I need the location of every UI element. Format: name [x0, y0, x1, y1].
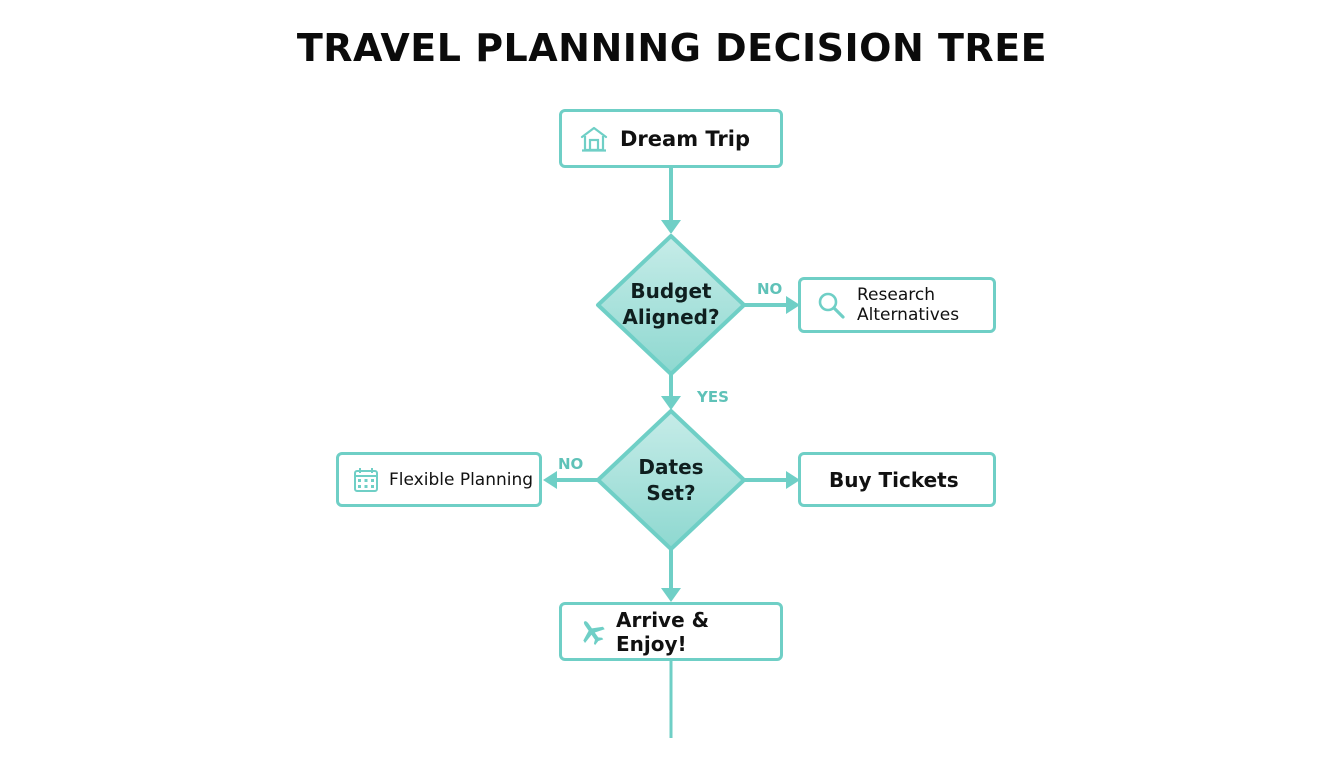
- node-buy-tickets-label: Buy Tickets: [829, 467, 959, 492]
- decision-dates-label: Dates Set?: [601, 454, 741, 506]
- node-research-alternatives[interactable]: Research Alternatives: [798, 277, 996, 333]
- page-title: TRAVEL PLANNING DECISION TREE: [296, 26, 1048, 70]
- house-icon: [578, 123, 610, 155]
- node-arrive-enjoy[interactable]: Arrive & Enjoy!: [559, 602, 783, 661]
- decision-budget-line2: Aligned?: [622, 305, 720, 329]
- arrowhead-arrive: [661, 588, 681, 602]
- edge-label-budget-no: NO: [757, 280, 783, 298]
- node-buy-tickets[interactable]: Buy Tickets: [798, 452, 996, 507]
- arrowhead-dates: [661, 396, 681, 410]
- edge-label-budget-yes: YES: [697, 388, 729, 406]
- node-arrive-label: Arrive & Enjoy!: [616, 607, 710, 656]
- arrowhead-tickets: [786, 471, 800, 489]
- magnifier-icon: [815, 289, 847, 321]
- arrowhead-budget: [661, 220, 681, 234]
- node-dream-trip[interactable]: Dream Trip: [559, 109, 783, 168]
- node-flexible-planning[interactable]: Flexible Planning: [336, 452, 542, 507]
- edge-label-dates-no: NO: [558, 455, 584, 473]
- arrowhead-research: [786, 296, 800, 314]
- node-flexible-label: Flexible Planning: [389, 469, 534, 490]
- node-research-line2: Alternatives: [857, 305, 960, 325]
- decision-budget-line1: Budget: [630, 279, 712, 303]
- decision-dates-line1: Dates: [638, 455, 704, 479]
- node-research-label: Research Alternatives: [857, 285, 959, 325]
- decision-budget-label: Budget Aligned?: [601, 278, 741, 330]
- node-dream-trip-label: Dream Trip: [620, 126, 750, 151]
- node-research-line1: Research: [857, 285, 935, 305]
- arrowhead-flexible: [543, 471, 557, 489]
- calendar-icon: [351, 465, 381, 495]
- airplane-icon: [576, 616, 608, 648]
- decision-dates-line2: Set?: [646, 481, 696, 505]
